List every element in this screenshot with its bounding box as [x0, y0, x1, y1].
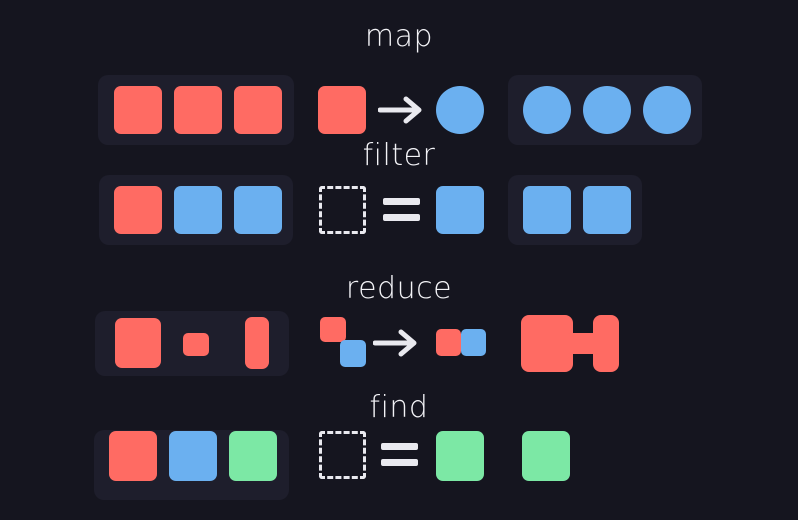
- reduce-operator-source-a: [320, 317, 346, 342]
- reduce-operator-result-b: [461, 329, 486, 356]
- row-title-filter: filter: [362, 138, 436, 173]
- filter-input-item-3: [234, 186, 282, 234]
- row-title-reduce: reduce: [345, 271, 453, 306]
- map-input-item-2: [174, 86, 222, 134]
- map-output-item-3: [643, 86, 691, 134]
- filter-input-item-1: [114, 186, 162, 234]
- row-reduce: reduce: [0, 272, 798, 387]
- arrow-right-icon: [373, 327, 421, 359]
- arrow-right-icon: [378, 94, 426, 126]
- equals-icon: [381, 443, 418, 466]
- filter-output-item-2: [583, 186, 631, 234]
- map-input-item-3: [234, 86, 282, 134]
- reduce-input-item-2: [183, 333, 209, 356]
- map-operator-target: [436, 86, 484, 134]
- row-title-map: map: [364, 19, 434, 54]
- row-map: map: [0, 19, 798, 145]
- equals-icon: [383, 198, 420, 221]
- map-output-item-1: [523, 86, 571, 134]
- map-operator-source: [318, 86, 366, 134]
- find-input-item-3: [229, 431, 277, 481]
- filter-output-item-1: [523, 186, 571, 234]
- filter-predicate-target: [436, 186, 484, 234]
- filter-input-item-2: [174, 186, 222, 234]
- reduce-input-item-3: [245, 317, 269, 369]
- reduce-operator-result-a: [436, 329, 461, 356]
- row-title-find: find: [369, 390, 429, 425]
- reduce-output-merged-shape: [521, 315, 619, 372]
- find-input-item-2: [169, 431, 217, 481]
- reduce-input-item-1: [115, 318, 161, 368]
- filter-predicate-placeholder: [319, 186, 366, 234]
- map-input-item-1: [114, 86, 162, 134]
- row-find: find: [0, 391, 798, 511]
- find-predicate-target: [436, 431, 484, 481]
- find-input-item-1: [109, 431, 157, 481]
- reduce-operator-source-b: [340, 340, 366, 367]
- find-output-item-1: [522, 431, 570, 481]
- map-output-item-2: [583, 86, 631, 134]
- row-filter: filter: [0, 139, 798, 254]
- find-predicate-placeholder: [319, 431, 366, 479]
